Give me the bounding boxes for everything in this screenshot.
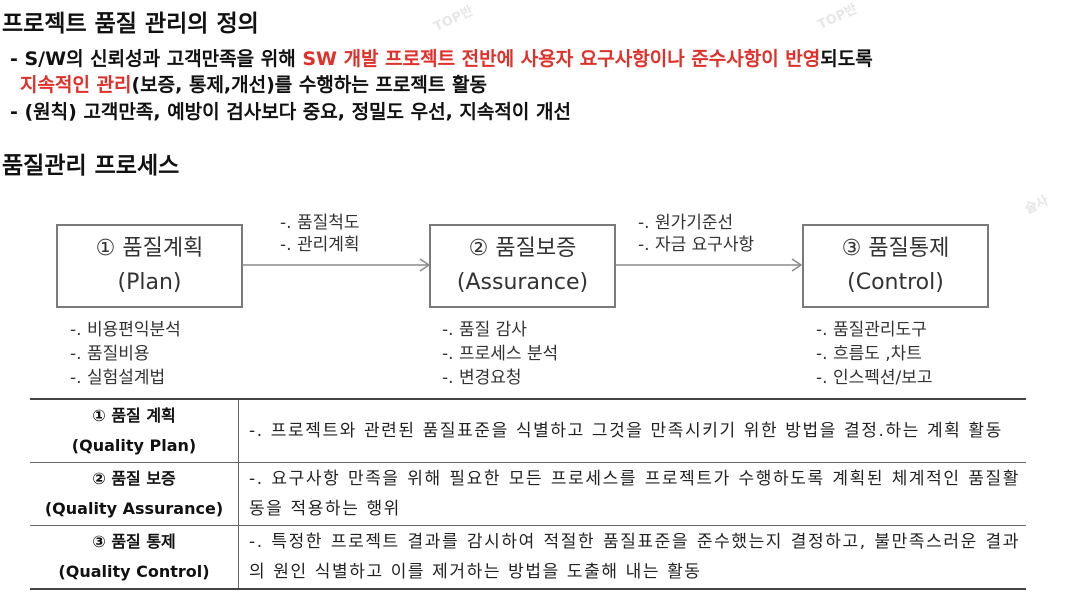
flow-item: -. 원가기준선	[638, 213, 734, 233]
process-step-name: ① 품질계획	[95, 236, 204, 261]
tool-item: -. 변경요청	[442, 368, 522, 388]
flow-item: -. 품질척도	[280, 213, 360, 233]
label-eng: (Quality Assurance)	[44, 499, 224, 518]
table-row: ① 품질 계획 (Quality Plan) -. 프로젝트와 관련된 품질표준…	[30, 398, 1026, 463]
tool-item: -. 인스펙션/보고	[816, 368, 933, 388]
section-title-definition: 프로젝트 품질 관리의 정의	[2, 11, 259, 37]
bullet-text: 되도록	[820, 48, 873, 70]
table-row: ③ 품질 통제 (Quality Control) -. 특정한 프로젝트 결과…	[30, 525, 1026, 590]
tool-item: -. 품질비용	[70, 344, 150, 364]
tool-item: -. 품질 감사	[442, 320, 527, 340]
tools-control: -. 품질관리도구 -. 흐름도 ,차트 -. 인스펙션/보고	[816, 318, 933, 390]
definition-label: ② 품질 보증 (Quality Assurance)	[30, 462, 239, 526]
tools-assurance: -. 품질 감사 -. 프로세스 분석 -. 변경요청	[442, 318, 558, 390]
table-row: ② 품질 보증 (Quality Assurance) -. 요구사항 만족을 …	[30, 462, 1026, 526]
highlight-text: 지속적인 관리	[20, 74, 132, 96]
process-step-eng: (Control)	[847, 270, 944, 295]
bullet-definition-line2: 지속적인 관리(보증, 통제,개선)를 수행하는 프로젝트 활동	[20, 70, 487, 97]
bullet-definition-line1: - S/W의 신뢰성과 고객만족을 위해 SW 개발 프로젝트 전반에 사용자 …	[10, 44, 873, 71]
definition-label: ① 품질 계획 (Quality Plan)	[30, 398, 239, 463]
process-step-eng: (Assurance)	[456, 270, 589, 295]
process-box-control: ③ 품질통제 (Control)	[802, 224, 989, 308]
tools-plan: -. 비용편익분석 -. 품질비용 -. 실험설계법	[70, 318, 181, 390]
process-box-assurance: ② 품질보증 (Assurance)	[429, 224, 616, 308]
definition-description: -. 특정한 프로젝트 결과를 감시하여 적절한 품질표준을 준수했는지 결정하…	[238, 525, 1026, 590]
label-kr: ① 품질 계획	[92, 406, 176, 425]
definition-label: ③ 품질 통제 (Quality Control)	[30, 525, 239, 590]
process-step-name: ③ 품질통제	[841, 236, 950, 261]
label-kr: ② 품질 보증	[92, 469, 176, 488]
tool-item: -. 흐름도 ,차트	[816, 344, 922, 364]
tool-item: -. 실험설계법	[70, 368, 166, 388]
tool-item: -. 비용편익분석	[70, 320, 181, 340]
flow-outputs-plan: -. 품질척도 -. 관리계획	[280, 212, 360, 256]
process-box-plan: ① 품질계획 (Plan)	[56, 224, 243, 308]
label-kr: ③ 품질 통제	[92, 532, 176, 551]
definition-description: -. 프로젝트와 관련된 품질표준을 식별하고 그것을 만족시키기 위한 방법을…	[238, 398, 1026, 463]
flow-outputs-assurance: -. 원가기준선 -. 자금 요구사항	[638, 212, 754, 256]
process-step-eng: (Plan)	[117, 270, 182, 295]
section-title-process: 품질관리 프로세스	[2, 153, 180, 179]
definitions-table: ① 품질 계획 (Quality Plan) -. 프로젝트와 관련된 품질표준…	[30, 398, 1026, 590]
tool-item: -. 프로세스 분석	[442, 344, 559, 364]
arrowhead	[791, 258, 803, 272]
highlight-text: SW 개발 프로젝트 전반에 사용자 요구사항이나 준수사항이 반영	[302, 48, 821, 70]
tool-item: -. 품질관리도구	[816, 320, 927, 340]
bullet-text: - S/W의 신뢰성과 고객만족을 위해	[10, 48, 303, 70]
label-eng: (Quality Control)	[58, 562, 210, 581]
flow-item: -. 관리계획	[280, 235, 360, 255]
process-step-name: ② 품질보증	[468, 236, 577, 261]
bullet-principle: - (원칙) 고객만족, 예방이 검사보다 중요, 정밀도 우선, 지속적이 개…	[10, 101, 571, 123]
flow-item: -. 자금 요구사항	[638, 235, 755, 255]
definition-description: -. 요구사항 만족을 위해 필요한 모든 프로세스를 프로젝트가 수행하도록 …	[238, 462, 1026, 526]
bullet-text: (보증, 통제,개선)를 수행하는 프로젝트 활동	[131, 74, 487, 96]
label-eng: (Quality Plan)	[71, 436, 197, 455]
